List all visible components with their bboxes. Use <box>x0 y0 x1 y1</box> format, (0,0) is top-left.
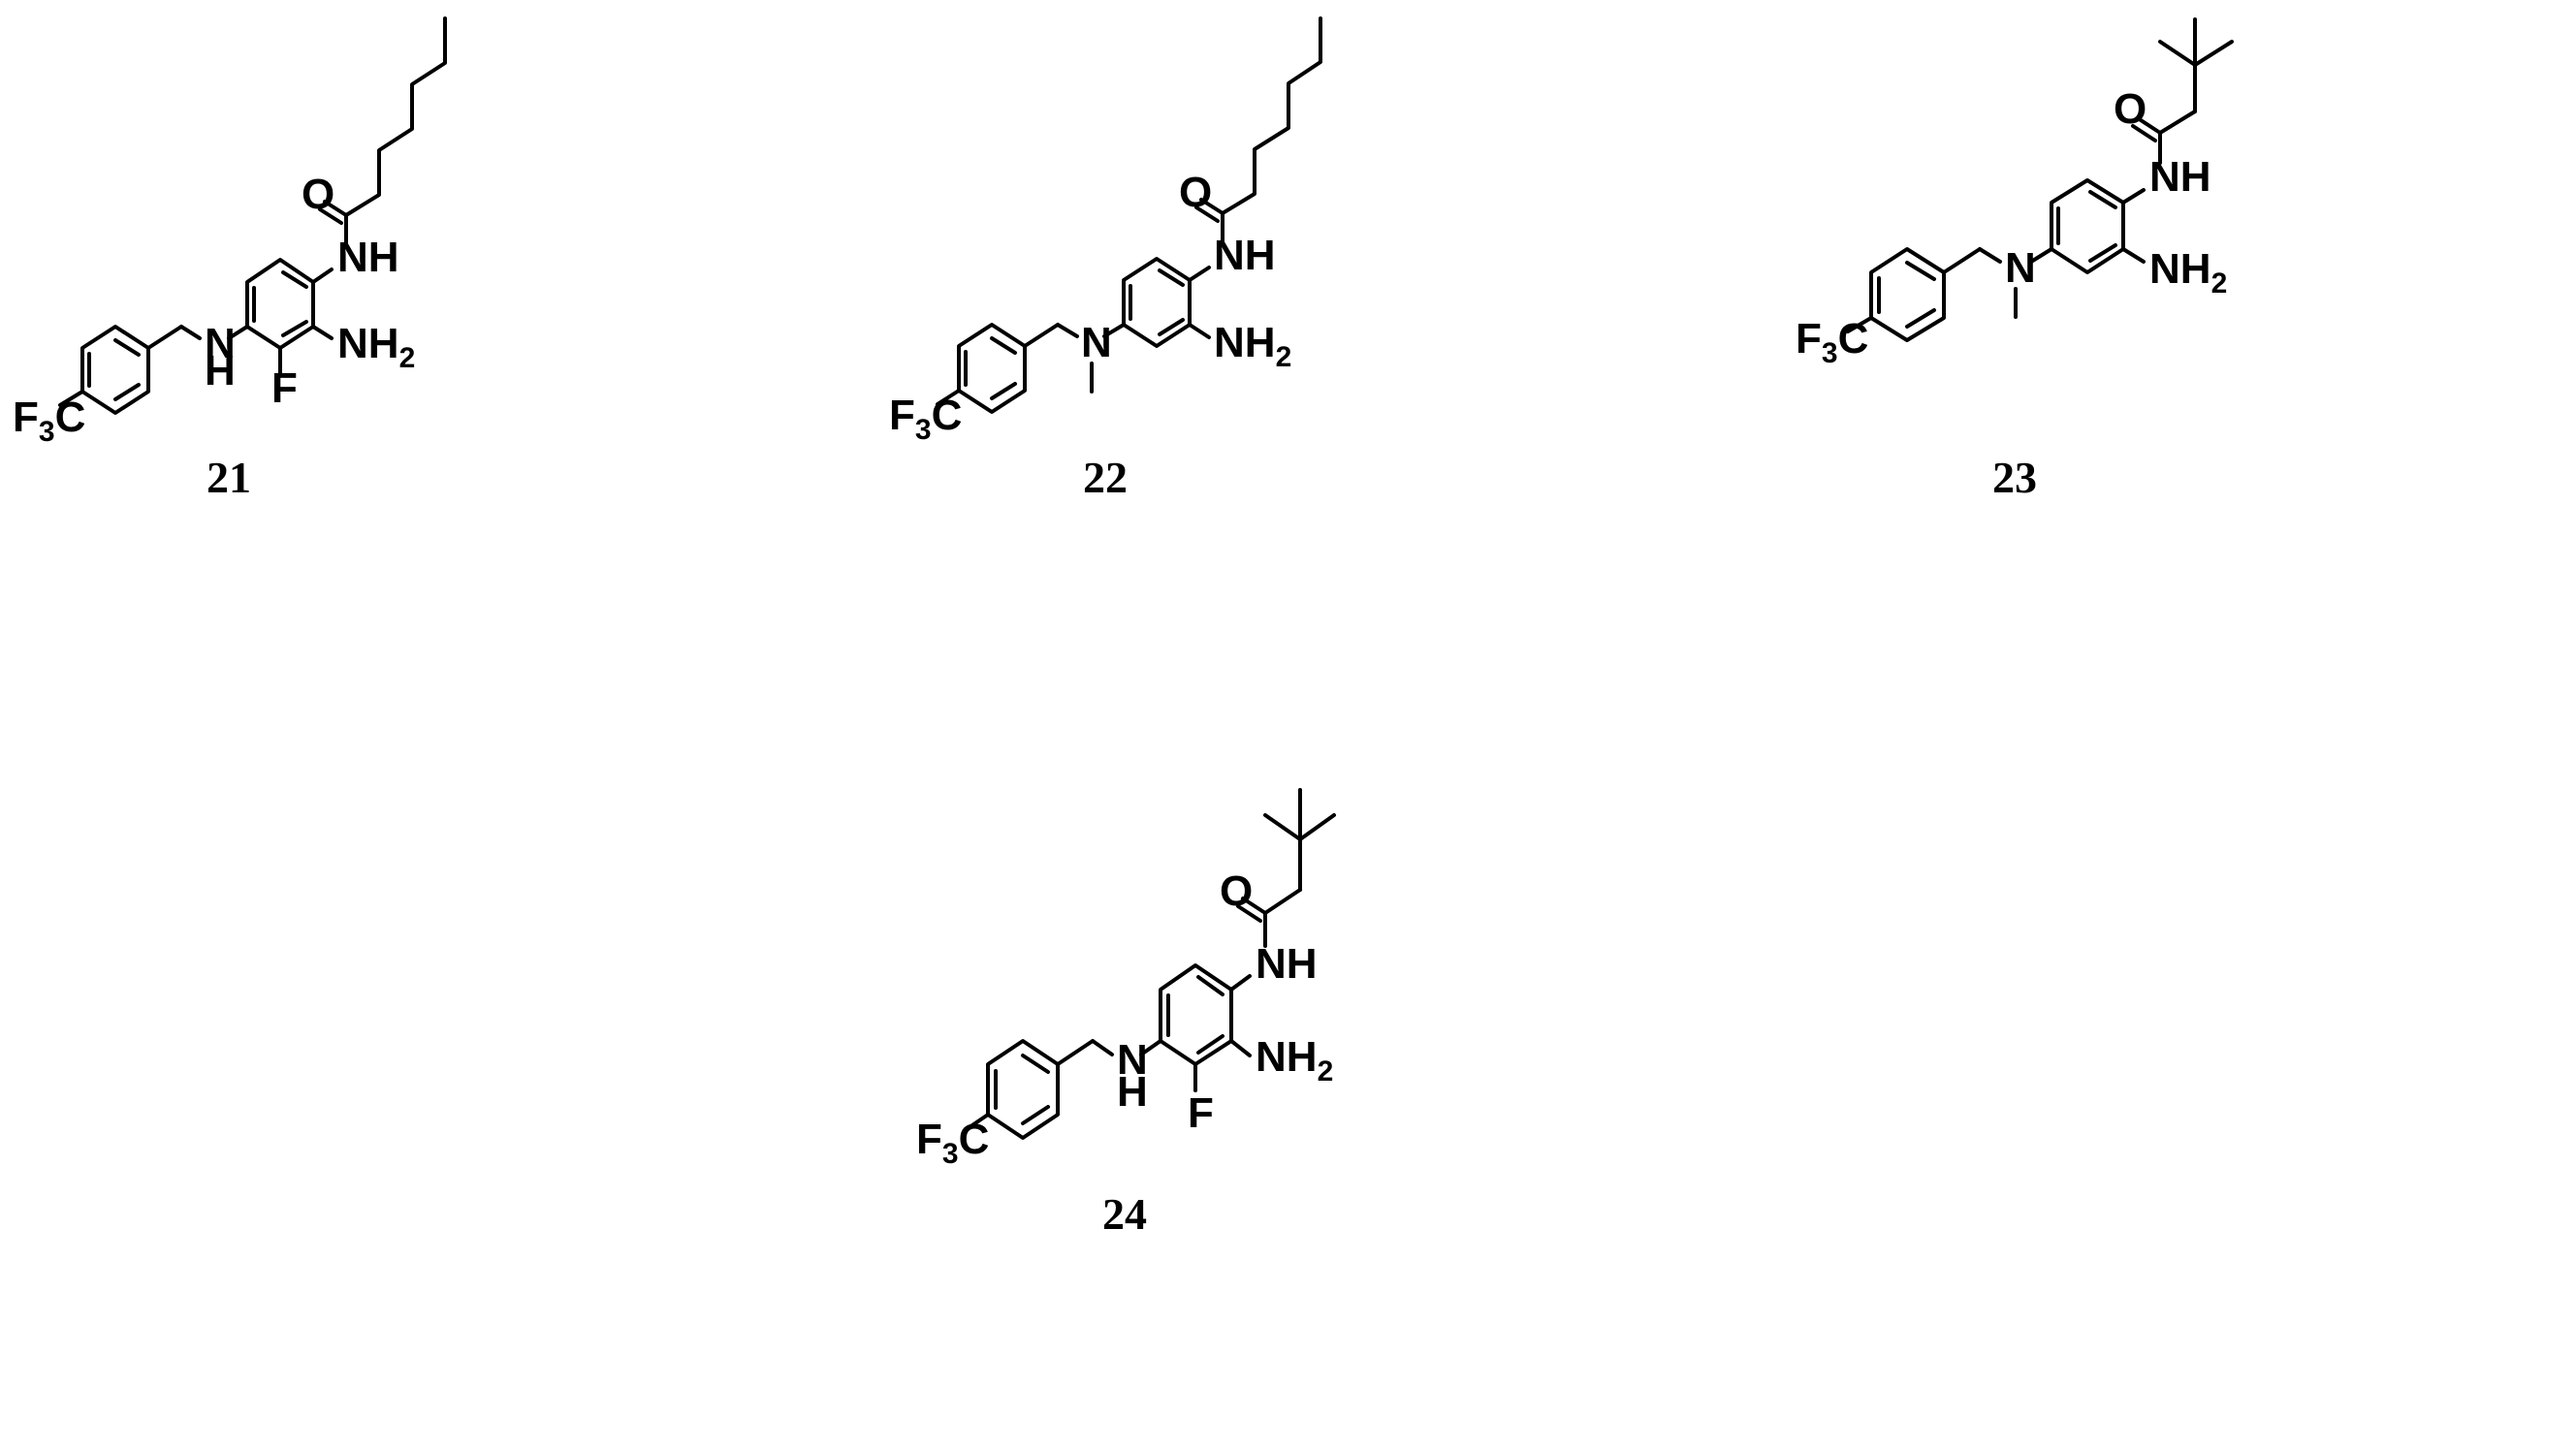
amide-nh-label: NH <box>1214 232 1276 279</box>
linker-n-label: N <box>2005 244 2036 292</box>
aminophenyl-ring <box>1159 963 1233 1066</box>
fluoro-label: F <box>1188 1089 1214 1137</box>
compound-23: O NH NH2 N F3C 23 <box>1796 17 2234 502</box>
cf3-label: F3C <box>1796 315 1868 369</box>
linker-n-label: N <box>1081 319 1112 366</box>
cf3-label: F3C <box>916 1116 989 1170</box>
compound-number: 24 <box>1102 1189 1147 1239</box>
fluoro-label: F <box>271 364 298 412</box>
compound-number: 21 <box>207 453 251 502</box>
amine-label: NH2 <box>337 320 415 374</box>
amine-label: NH2 <box>1214 319 1291 373</box>
linker-n-label: N <box>1117 1036 1148 1084</box>
linker-h-label: H <box>205 347 236 394</box>
alkyl-chain <box>1221 16 1322 215</box>
amide-nh-label: NH <box>1256 940 1318 988</box>
linker-n-label: N <box>205 320 236 367</box>
amide-nh-label: NH <box>337 234 399 281</box>
compound-number: 22 <box>1083 453 1128 502</box>
amide-nh-label: NH <box>2149 153 2211 201</box>
cf3-label: F3C <box>889 392 962 446</box>
amine-label: NH2 <box>1256 1033 1333 1087</box>
oxygen-label: O <box>1220 867 1253 915</box>
aminophenyl-ring <box>2050 178 2125 274</box>
compound-24: O NH NH2 F N H F3C 24 <box>916 788 1336 1239</box>
oxygen-label: O <box>302 171 334 218</box>
compound-21: O NH NH2 F N H F3C 21 <box>13 16 447 502</box>
aminophenyl-ring <box>1122 257 1192 348</box>
cf3-label: F3C <box>13 394 85 448</box>
aminophenyl-ring <box>245 258 315 350</box>
amine-label: NH2 <box>2149 245 2227 299</box>
compound-22: O NH NH2 N F3C 22 <box>889 16 1322 502</box>
compound-number: 23 <box>1992 453 2037 502</box>
linker-h-label: H <box>1117 1068 1148 1116</box>
oxygen-label: O <box>1179 169 1212 216</box>
oxygen-label: O <box>2114 85 2147 133</box>
alkyl-chain <box>344 16 447 217</box>
